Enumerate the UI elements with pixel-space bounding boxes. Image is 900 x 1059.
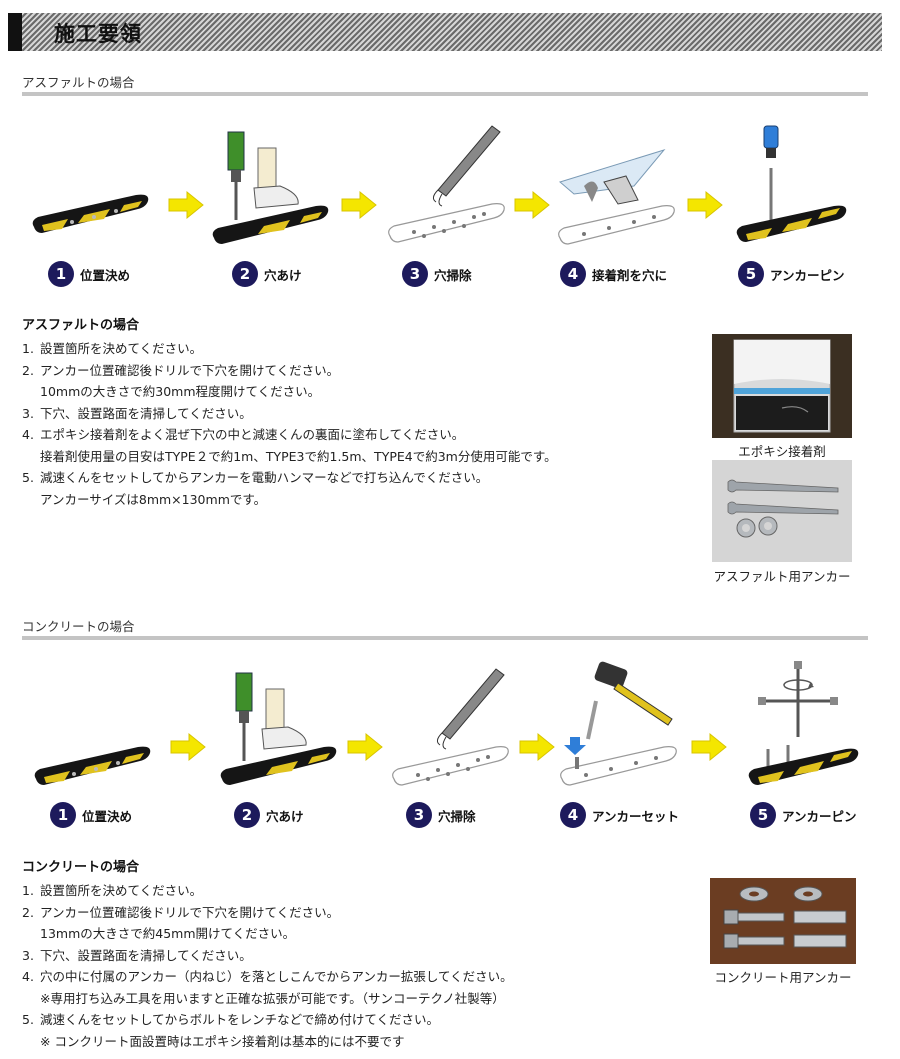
instruction-item: 5.減速くんをセットしてからボルトをレンチなどで締め付けてください。 xyxy=(22,1012,440,1027)
step-label: 位置決め xyxy=(80,267,131,283)
instruction-item: 4.エポキシ接着剤をよく混ぜ下穴の中と減速くんの裏面に塗布してください。 xyxy=(22,427,465,442)
concrete-section-title: コンクリートの場合 xyxy=(22,619,135,634)
cleaning-illustration xyxy=(392,668,509,786)
instruction-item: 1.設置箇所を決めてください。 xyxy=(22,341,203,356)
asphalt-step-1: 1 位置決め xyxy=(48,261,130,287)
step-number-badge: 3 xyxy=(402,261,428,287)
instruction-note: ※ コンクリート面設置時はエポキシ接着剤は基本的には不要です xyxy=(40,1033,405,1049)
asphalt-step-3: 3 穴掃除 xyxy=(402,261,472,287)
asphalt-instructions: アスファルトの場合 1.設置箇所を決めてください。 2.アンカー位置確認後ドリル… xyxy=(22,314,692,510)
concrete-step-5: 5 アンカーピン xyxy=(750,802,857,828)
step-number-badge: 1 xyxy=(50,802,76,828)
step-label: 位置決め xyxy=(82,808,133,824)
concrete-anchor-photo xyxy=(710,878,856,964)
step-number-badge: 2 xyxy=(234,802,260,828)
concrete-steps: 1 位置決め 2 穴あけ 3 穴掃除 4 アンカーセット 5 アンカーピン xyxy=(22,655,868,835)
instruction-note: 13mmの大きさで約45mm開けてください。 xyxy=(40,926,296,941)
speed-bump-illustration xyxy=(34,746,151,785)
step-number-badge: 4 xyxy=(560,261,586,287)
instruction-note: 接着剤使用量の目安はTYPE２で約1m、TYPE3で約1.5m、TYPE4で約3… xyxy=(40,448,557,464)
step-number-badge: 2 xyxy=(232,261,258,287)
asphalt-anchor-photo xyxy=(712,460,852,562)
section-divider xyxy=(22,636,868,640)
concrete-step-3: 3 穴掃除 xyxy=(406,802,476,828)
drill-illustration xyxy=(212,131,329,244)
instruction-item: 4.穴の中に付属のアンカー（内ねじ）を落としこんでからアンカー拡張してください。 xyxy=(22,969,513,984)
arrow-right-icon xyxy=(168,190,204,220)
step-number-badge: 1 xyxy=(48,261,74,287)
instruction-item: 2.アンカー位置確認後ドリルで下穴を開けてください。 xyxy=(22,904,340,920)
page-header: 施工要領 xyxy=(8,13,882,51)
arrow-right-icon xyxy=(519,732,555,762)
step-number-badge: 5 xyxy=(750,802,776,828)
concrete-instructions: コンクリートの場合 1.設置箇所を決めてください。 2.アンカー位置確認後ドリル… xyxy=(22,856,692,1052)
instruction-note: アンカーサイズは8mm×130mmです。 xyxy=(40,491,267,507)
anchor-set-illustration xyxy=(560,661,677,786)
adhesive-illustration xyxy=(558,149,675,245)
instruction-item: 3.下穴、設置路面を清掃してください。 xyxy=(22,405,252,421)
instruction-item: 5.減速くんをセットしてからアンカーを電動ハンマーなどで打ち込んでください。 xyxy=(22,470,489,485)
asphalt-step-5: 5 アンカーピン xyxy=(738,261,845,287)
section-divider xyxy=(22,92,868,96)
arrow-right-icon xyxy=(514,190,550,220)
arrow-right-icon xyxy=(170,732,206,762)
arrow-right-icon xyxy=(691,732,727,762)
instructions-title: コンクリートの場合 xyxy=(22,860,140,875)
wrench-bolt-illustration xyxy=(748,661,859,785)
instruction-item: 2.アンカー位置確認後ドリルで下穴を開けてください。 xyxy=(22,362,340,378)
step-label: 穴あけ xyxy=(266,808,304,824)
asphalt-step-2: 2 穴あけ xyxy=(232,261,302,287)
step-label: 穴あけ xyxy=(264,267,302,283)
instructions-title: アスファルトの場合 xyxy=(22,318,140,333)
step-label: 穴掃除 xyxy=(434,267,472,283)
arrow-right-icon xyxy=(347,732,383,762)
asphalt-step-4: 4 接着剤を穴に xyxy=(560,261,667,287)
speed-bump-illustration xyxy=(32,194,149,233)
instruction-item: 3.下穴、設置路面を清掃してください。 xyxy=(22,947,252,963)
step-label: アンカーピン xyxy=(782,808,857,824)
asphalt-anchor-photo-caption: アスファルト用アンカー xyxy=(713,569,851,584)
epoxy-adhesive-photo xyxy=(712,334,852,438)
concrete-step-2: 2 穴あけ xyxy=(234,802,304,828)
step-number-badge: 4 xyxy=(560,802,586,828)
concrete-step-1: 1 位置決め xyxy=(50,802,132,828)
concrete-section-header: コンクリートの場合 xyxy=(22,616,868,640)
step-number-badge: 5 xyxy=(738,261,764,287)
step-number-badge: 3 xyxy=(406,802,432,828)
concrete-step-4: 4 アンカーセット xyxy=(560,802,679,828)
arrow-right-icon xyxy=(341,190,377,220)
step-label: アンカーセット xyxy=(592,808,680,824)
epoxy-photo-caption: エポキシ接着剤 xyxy=(738,444,826,459)
step-label: 穴掃除 xyxy=(438,808,476,824)
concrete-anchor-photo-caption: コンクリート用アンカー xyxy=(714,970,852,985)
asphalt-steps: 1 位置決め 2 穴あけ 3 穴掃除 4 接着剤を穴に 5 アンカーピン xyxy=(22,120,868,300)
header-accent-bar xyxy=(8,13,22,51)
asphalt-section-header: アスファルトの場合 xyxy=(22,72,868,96)
step-label: 接着剤を穴に xyxy=(592,267,668,283)
page-title: 施工要領 xyxy=(54,22,142,46)
instruction-item: 1.設置箇所を決めてください。 xyxy=(22,883,203,898)
cleaning-illustration xyxy=(388,125,505,243)
asphalt-section-title: アスファルトの場合 xyxy=(22,75,135,90)
drill-illustration xyxy=(220,672,337,785)
anchor-pin-illustration xyxy=(736,125,847,242)
instruction-note: 10mmの大きさで約30mm程度開けてください。 xyxy=(40,384,321,399)
arrow-right-icon xyxy=(687,190,723,220)
instruction-note: ※専用打ち込み工具を用いますと正確な拡張が可能です。（サンコーテクノ社製等） xyxy=(40,990,505,1006)
step-label: アンカーピン xyxy=(770,267,845,283)
